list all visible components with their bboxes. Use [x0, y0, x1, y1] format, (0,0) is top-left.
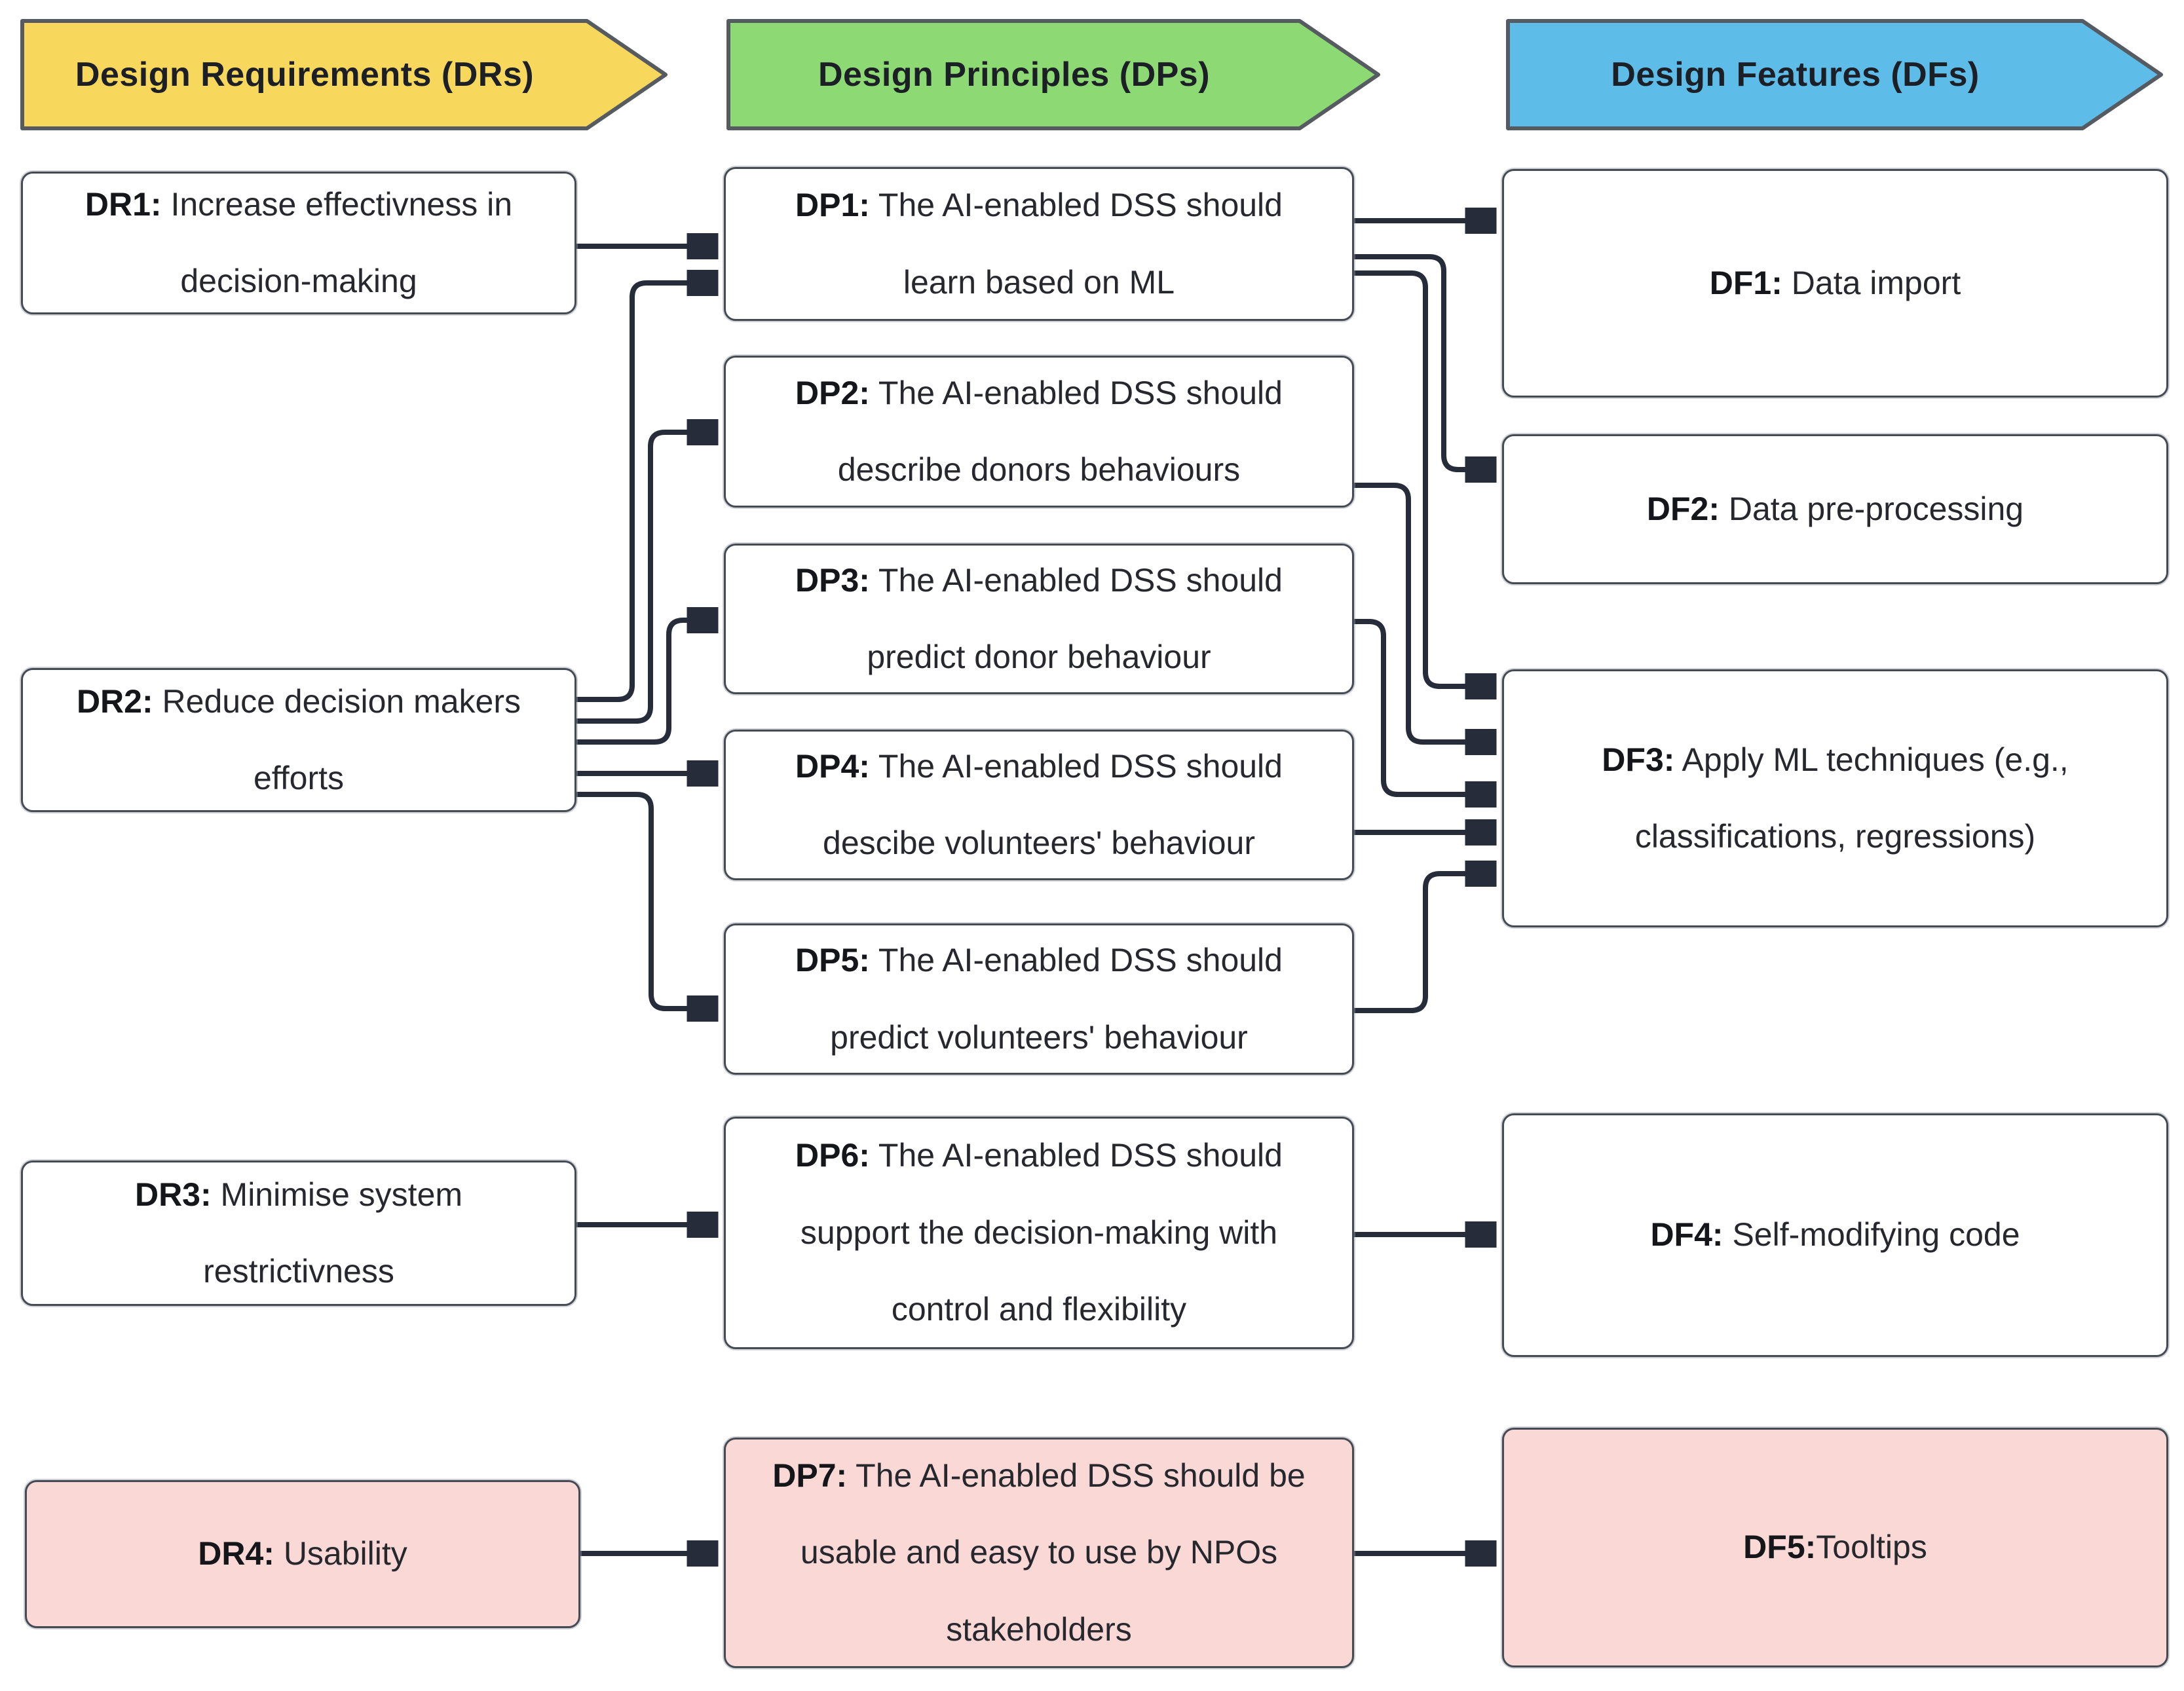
- node-dp5-text: DP5: The AI-enabled DSS should predict v…: [795, 942, 1283, 1056]
- node-dp3-text: DP3: The AI-enabled DSS should predict d…: [795, 561, 1283, 676]
- edge-dr2-dp5: [576, 792, 717, 1009]
- header-design-requirements: Design Requirements (DRs): [20, 18, 668, 131]
- edge-dp3-df3: [1354, 619, 1496, 794]
- node-dp7: DP7: The AI-enabled DSS should be usable…: [724, 1438, 1354, 1668]
- node-dp4-text: DP4: The AI-enabled DSS should descibe v…: [795, 747, 1283, 862]
- edge-dp2-df3: [1354, 483, 1496, 742]
- node-df2: DF2: Data pre-processing: [1502, 434, 2168, 584]
- node-dp1-text: DP1: The AI-enabled DSS should learn bas…: [795, 187, 1283, 301]
- node-df2-text: DF2: Data pre-processing: [1646, 490, 2024, 527]
- node-dr2: DR2: Reduce decision makers efforts: [21, 668, 576, 812]
- header-label-dfs: Design Features (DFs): [1611, 56, 1980, 94]
- node-df4-text: DF4: Self-modifying code: [1650, 1216, 2020, 1254]
- node-dr2-text: DR2: Reduce decision makers efforts: [76, 682, 521, 797]
- banner-arrow-shape: [1506, 19, 2163, 130]
- node-dp2: DP2: The AI-enabled DSS should describe …: [724, 356, 1354, 508]
- edge-dp5-df3: [1354, 874, 1496, 1013]
- node-dr3: DR3: Minimise system restrictivness: [21, 1161, 576, 1306]
- edge-dr2-dp1: [576, 283, 717, 702]
- node-df1-text: DF1: Data import: [1709, 264, 1961, 301]
- node-dp6-text: DP6: The AI-enabled DSS should support t…: [795, 1137, 1283, 1328]
- header-label-drs: Design Requirements (DRs): [75, 56, 535, 94]
- node-dr4: DR4: Usability: [25, 1480, 580, 1628]
- node-dp7-text: DP7: The AI-enabled DSS should be usable…: [772, 1457, 1306, 1648]
- node-df4: DF4: Self-modifying code: [1502, 1113, 2168, 1357]
- banner-arrow-shape: [726, 19, 1380, 130]
- node-dr1-text: DR1: Increase effectivness in decision-m…: [85, 185, 513, 300]
- node-dp2-text: DP2: The AI-enabled DSS should describe …: [795, 374, 1283, 489]
- node-dr1: DR1: Increase effectivness in decision-m…: [21, 172, 576, 314]
- header-design-principles: Design Principles (DPs): [726, 18, 1381, 131]
- node-dp6: DP6: The AI-enabled DSS should support t…: [724, 1117, 1354, 1349]
- node-dr4-text: DR4: Usability: [198, 1535, 407, 1572]
- node-dp4: DP4: The AI-enabled DSS should descibe v…: [724, 730, 1354, 880]
- edge-dr2-dp3: [576, 620, 717, 745]
- node-dp1: DP1: The AI-enabled DSS should learn bas…: [724, 167, 1354, 321]
- node-dp3: DP3: The AI-enabled DSS should predict d…: [724, 544, 1354, 694]
- edge-dp1-df3: [1354, 270, 1496, 686]
- node-df3: DF3: Apply ML techniques (e.g., classifi…: [1502, 669, 2168, 927]
- node-dr3-text: DR3: Minimise system restrictivness: [134, 1176, 463, 1290]
- header-label-dps: Design Principles (DPs): [818, 56, 1211, 94]
- banner-arrow-shape: [20, 19, 668, 130]
- node-df5-text: DF5:Tooltips: [1743, 1529, 1927, 1566]
- node-dp5: DP5: The AI-enabled DSS should predict v…: [724, 923, 1354, 1075]
- node-df5: DF5:Tooltips: [1502, 1428, 2168, 1667]
- node-df1: DF1: Data import: [1502, 169, 2168, 398]
- node-df3-text: DF3: Apply ML techniques (e.g., classifi…: [1602, 741, 2069, 855]
- edge-dp1-df2: [1354, 254, 1496, 470]
- header-design-features: Design Features (DFs): [1505, 18, 2164, 131]
- edge-dr2-dp2: [576, 432, 717, 724]
